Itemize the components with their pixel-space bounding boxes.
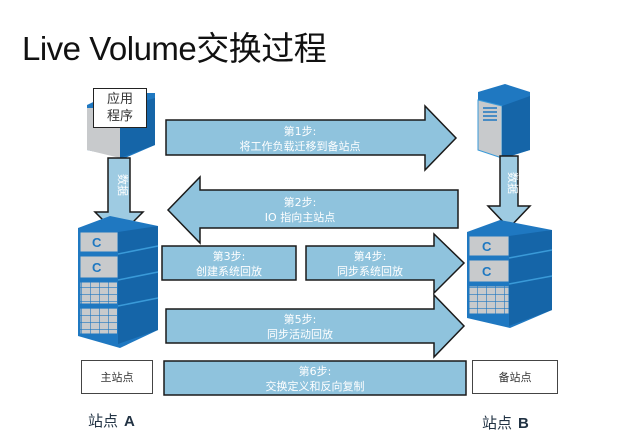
secondary-site-text: 备站点	[498, 371, 532, 384]
svg-text:C: C	[92, 260, 102, 275]
page-title: Live Volume交换过程	[22, 30, 327, 67]
svg-text:第6步:: 第6步:	[299, 364, 332, 378]
step-5-arrow: 第5步: 同步活动回放	[165, 293, 466, 359]
svg-text:创建系统回放: 创建系统回放	[196, 264, 262, 278]
svg-text:C: C	[482, 239, 492, 254]
svg-text:第1步:: 第1步:	[284, 124, 317, 138]
application-label-line1: 应用	[106, 92, 133, 107]
storage-array-a: C C	[78, 216, 159, 348]
svg-text:第4步:: 第4步:	[354, 249, 387, 263]
step-6-box: 第6步: 交换定义和反向复制	[163, 360, 467, 396]
application-label-box: 应用 程序	[93, 88, 147, 128]
step-3-box: 第3步: 创建系统回放	[161, 245, 297, 281]
application-label-line2: 程序	[106, 109, 133, 124]
storage-array-b: C C	[467, 220, 553, 328]
data-arrow-b-label: 数据	[506, 172, 520, 194]
svg-text:第5步:: 第5步:	[284, 312, 317, 326]
svg-text:将工作负载迁移到备站点: 将工作负载迁移到备站点	[240, 139, 361, 153]
step-4-arrow: 第4步: 同步系统回放	[305, 232, 466, 295]
site-b-name: 站点	[482, 414, 513, 432]
step-1-arrow: 第1步: 将工作负载迁移到备站点	[165, 104, 458, 172]
application-server-b	[477, 84, 530, 159]
svg-text:第3步:: 第3步:	[213, 249, 246, 263]
site-b-label: 站点 B	[482, 412, 529, 433]
step-2-arrow: 第2步: IO 指向主站点	[166, 175, 459, 245]
site-b-letter: B	[518, 415, 529, 432]
data-arrow-a-label: 数据	[116, 174, 130, 196]
site-a-label: 站点 A	[88, 410, 135, 431]
svg-text:同步系统回放: 同步系统回放	[337, 264, 403, 278]
data-arrow-a: 数据	[93, 157, 145, 238]
svg-text:同步活动回放: 同步活动回放	[267, 327, 333, 341]
svg-text:C: C	[482, 264, 492, 279]
svg-text:交换定义和反向复制: 交换定义和反向复制	[266, 379, 365, 393]
primary-site-label: 主站点	[81, 360, 153, 394]
svg-text:第2步:: 第2步:	[284, 195, 317, 209]
site-a-letter: A	[124, 413, 135, 430]
svg-text:C: C	[92, 235, 102, 250]
secondary-site-label: 备站点	[472, 360, 558, 394]
primary-site-text: 主站点	[100, 371, 134, 384]
data-arrow-b: 数据	[486, 155, 532, 230]
site-a-name: 站点	[88, 412, 119, 430]
svg-text:IO 指向主站点: IO 指向主站点	[265, 210, 335, 224]
